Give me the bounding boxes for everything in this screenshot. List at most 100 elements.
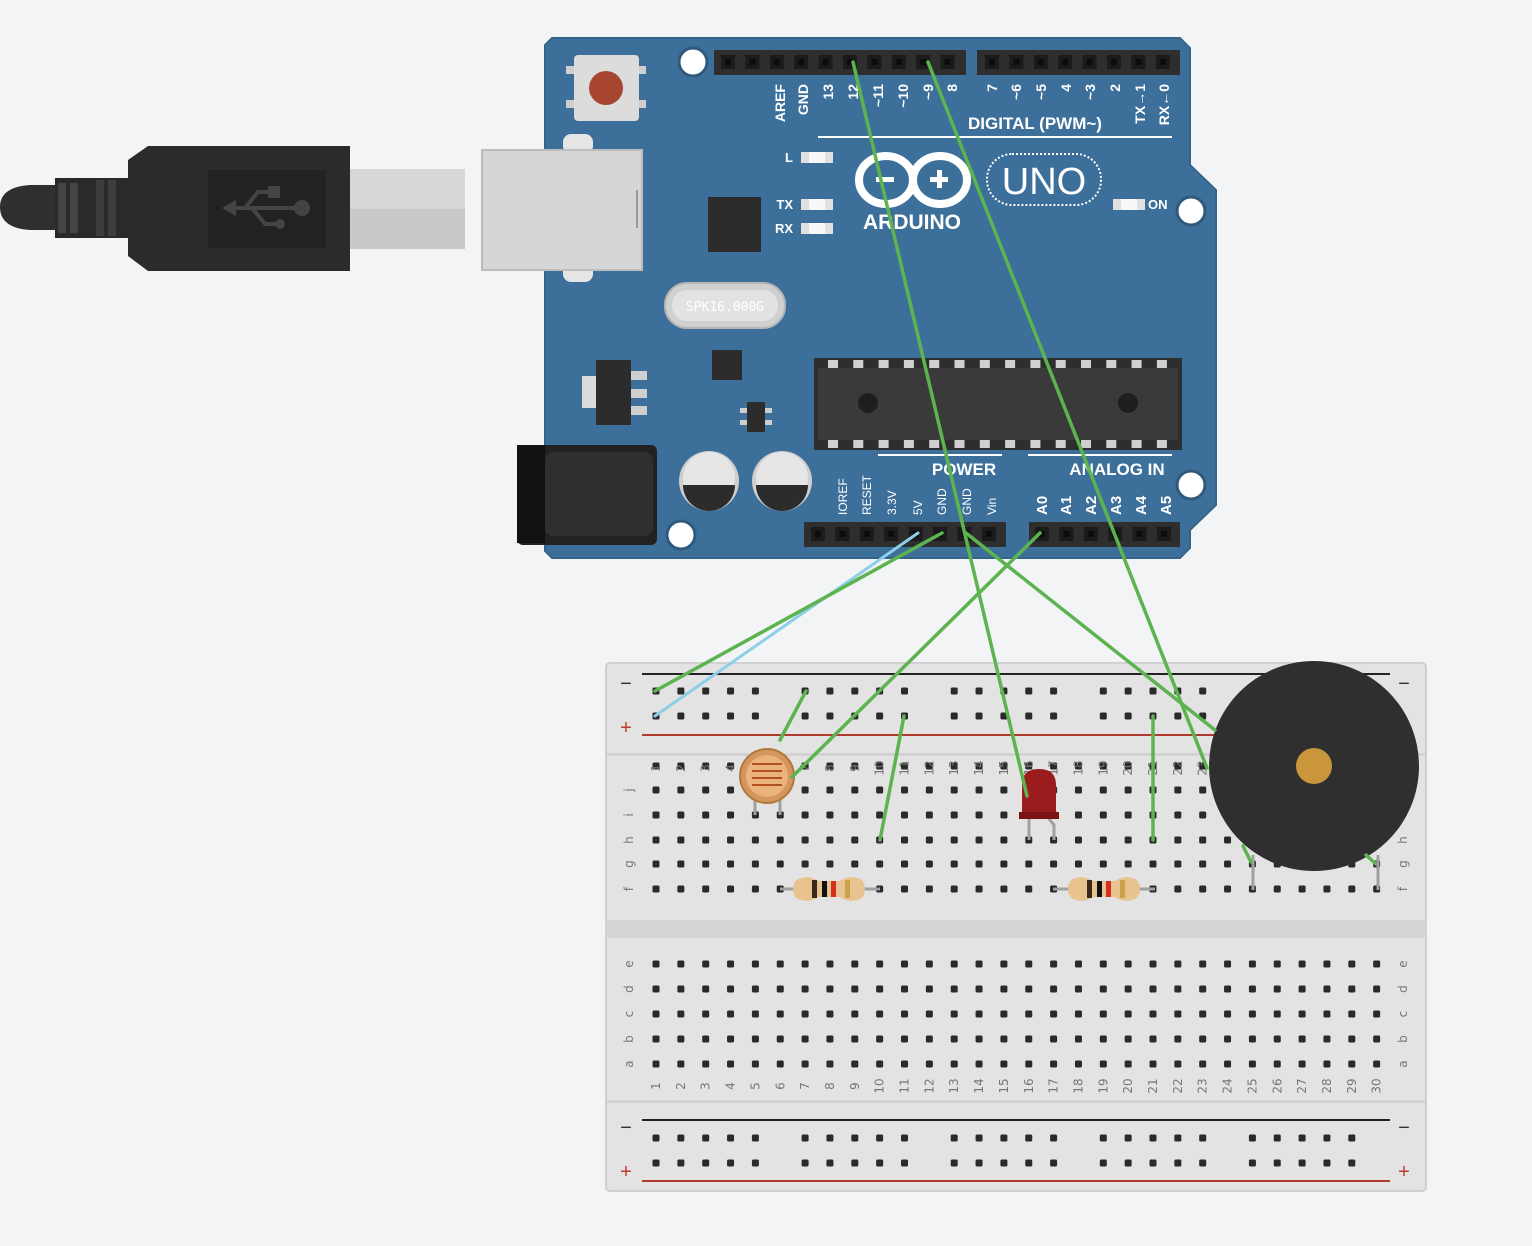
- terminal-hole[interactable]: [950, 860, 958, 868]
- rail-hole-top-minus[interactable]: [1099, 687, 1107, 695]
- rail-hole-top-minus[interactable]: [1050, 687, 1058, 695]
- terminal-hole[interactable]: [1099, 762, 1107, 770]
- terminal-hole[interactable]: [1050, 960, 1058, 968]
- terminal-hole[interactable]: [801, 786, 809, 794]
- rail-hole-bottom-minus[interactable]: [1298, 1134, 1306, 1142]
- terminal-hole[interactable]: [901, 786, 908, 794]
- rail-hole-bottom-plus[interactable]: [1199, 1159, 1207, 1167]
- terminal-hole[interactable]: [1050, 1035, 1058, 1043]
- terminal-hole[interactable]: [1373, 960, 1381, 968]
- terminal-hole[interactable]: [1149, 1010, 1157, 1018]
- terminal-hole[interactable]: [1025, 860, 1033, 868]
- terminal-hole[interactable]: [1273, 985, 1281, 993]
- terminal-hole[interactable]: [1174, 960, 1182, 968]
- rail-hole-top-minus[interactable]: [851, 687, 859, 695]
- terminal-hole[interactable]: [901, 762, 908, 770]
- terminal-hole[interactable]: [702, 762, 710, 770]
- rail-hole-top-minus[interactable]: [901, 687, 908, 695]
- terminal-hole[interactable]: [1323, 1060, 1331, 1068]
- rail-hole-top-plus[interactable]: [1025, 712, 1033, 720]
- terminal-hole[interactable]: [1248, 960, 1256, 968]
- terminal-hole[interactable]: [950, 985, 958, 993]
- wire-pin12-led[interactable]: [851, 60, 1029, 798]
- terminal-hole[interactable]: [826, 786, 834, 794]
- terminal-hole[interactable]: [727, 1035, 735, 1043]
- terminal-hole[interactable]: [1348, 1035, 1356, 1043]
- terminal-hole[interactable]: [1199, 836, 1207, 844]
- terminal-hole[interactable]: [1373, 1035, 1381, 1043]
- terminal-hole[interactable]: [1174, 860, 1182, 868]
- red-led[interactable]: [1019, 769, 1059, 840]
- rail-hole-bottom-plus[interactable]: [1298, 1159, 1306, 1167]
- rail-hole-bottom-plus[interactable]: [1323, 1159, 1331, 1167]
- terminal-hole[interactable]: [702, 960, 710, 968]
- rail-hole-top-plus[interactable]: [727, 712, 735, 720]
- terminal-hole[interactable]: [702, 1010, 710, 1018]
- terminal-hole[interactable]: [751, 1035, 759, 1043]
- rail-hole-bottom-minus[interactable]: [1348, 1134, 1356, 1142]
- terminal-hole[interactable]: [677, 786, 685, 794]
- rail-hole-bottom-plus[interactable]: [1248, 1159, 1256, 1167]
- terminal-hole[interactable]: [751, 860, 759, 868]
- terminal-hole[interactable]: [1323, 1010, 1331, 1018]
- terminal-hole[interactable]: [702, 786, 710, 794]
- rail-hole-top-plus[interactable]: [1174, 712, 1182, 720]
- terminal-hole[interactable]: [1298, 985, 1306, 993]
- rail-hole-bottom-minus[interactable]: [727, 1134, 735, 1142]
- terminal-hole[interactable]: [925, 1060, 933, 1068]
- rail-hole-top-minus[interactable]: [1124, 687, 1132, 695]
- terminal-hole[interactable]: [851, 1010, 859, 1018]
- terminal-hole[interactable]: [1124, 1060, 1132, 1068]
- terminal-hole[interactable]: [1199, 1010, 1207, 1018]
- terminal-hole[interactable]: [1174, 836, 1182, 844]
- rail-hole-bottom-plus[interactable]: [677, 1159, 685, 1167]
- terminal-hole[interactable]: [851, 1035, 859, 1043]
- terminal-hole[interactable]: [677, 960, 685, 968]
- terminal-hole[interactable]: [950, 885, 958, 893]
- rail-hole-bottom-plus[interactable]: [727, 1159, 735, 1167]
- terminal-hole[interactable]: [1124, 786, 1132, 794]
- terminal-hole[interactable]: [751, 836, 759, 844]
- terminal-hole[interactable]: [1224, 985, 1232, 993]
- terminal-hole[interactable]: [677, 860, 685, 868]
- terminal-hole[interactable]: [1149, 860, 1157, 868]
- terminal-hole[interactable]: [677, 1060, 685, 1068]
- terminal-hole[interactable]: [702, 1035, 710, 1043]
- rail-hole-top-minus[interactable]: [751, 687, 759, 695]
- rail-hole-bottom-plus[interactable]: [851, 1159, 859, 1167]
- terminal-hole[interactable]: [727, 1060, 735, 1068]
- terminal-hole[interactable]: [1074, 836, 1082, 844]
- terminal-hole[interactable]: [1149, 1035, 1157, 1043]
- terminal-hole[interactable]: [1099, 960, 1107, 968]
- terminal-hole[interactable]: [751, 885, 759, 893]
- terminal-hole[interactable]: [677, 811, 685, 819]
- terminal-hole[interactable]: [1199, 1035, 1207, 1043]
- rail-hole-top-plus[interactable]: [950, 712, 958, 720]
- rail-hole-bottom-minus[interactable]: [901, 1134, 908, 1142]
- terminal-hole[interactable]: [876, 960, 884, 968]
- wire-a0[interactable]: [790, 531, 1042, 779]
- terminal-hole[interactable]: [1174, 1060, 1182, 1068]
- terminal-hole[interactable]: [1248, 985, 1256, 993]
- terminal-hole[interactable]: [826, 960, 834, 968]
- terminal-hole[interactable]: [1149, 960, 1157, 968]
- terminal-hole[interactable]: [975, 960, 983, 968]
- terminal-hole[interactable]: [652, 960, 660, 968]
- rail-hole-bottom-minus[interactable]: [975, 1134, 983, 1142]
- terminal-hole[interactable]: [652, 885, 660, 893]
- terminal-hole[interactable]: [1124, 860, 1132, 868]
- terminal-hole[interactable]: [727, 836, 735, 844]
- terminal-hole[interactable]: [876, 1060, 884, 1068]
- terminal-hole[interactable]: [901, 885, 908, 893]
- terminal-hole[interactable]: [776, 1035, 784, 1043]
- terminal-hole[interactable]: [1323, 885, 1331, 893]
- terminal-hole[interactable]: [876, 1035, 884, 1043]
- wires[interactable]: [653, 60, 1378, 866]
- terminal-hole[interactable]: [826, 1035, 834, 1043]
- rail-hole-bottom-minus[interactable]: [702, 1134, 710, 1142]
- rail-hole-top-plus[interactable]: [1099, 712, 1107, 720]
- piezo-buzzer[interactable]: [1209, 661, 1419, 890]
- terminal-hole[interactable]: [1298, 960, 1306, 968]
- terminal-hole[interactable]: [1025, 1010, 1033, 1018]
- terminal-hole[interactable]: [1074, 1010, 1082, 1018]
